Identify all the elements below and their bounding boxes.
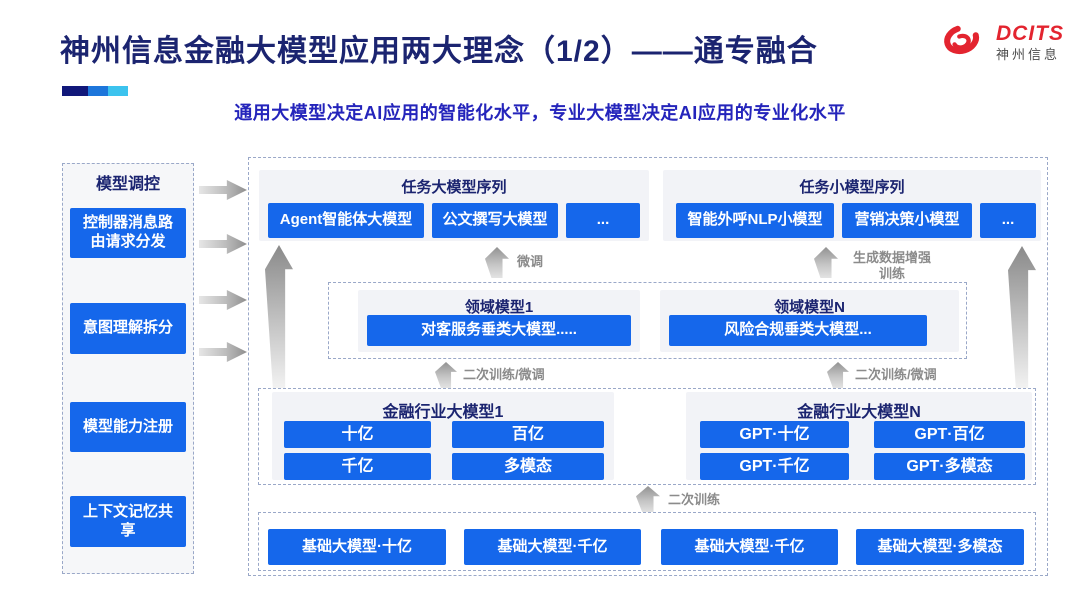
domain-group-1-title: 领域模型1 bbox=[464, 299, 534, 316]
sidebar-item-capability-register: 模型能力注册 bbox=[70, 402, 186, 452]
base-model-1b: 基础大模型·十亿 bbox=[268, 529, 446, 565]
dcits-swirl-icon bbox=[936, 22, 988, 67]
title-accent-bar bbox=[62, 86, 128, 96]
model-box-1b: 十亿 bbox=[284, 421, 431, 448]
flow-arrow-right-icon bbox=[199, 234, 247, 254]
model-control-title: 模型调控 bbox=[95, 176, 160, 193]
page-title: 神州信息金融大模型应用两大理念（1/2）——通专融合 bbox=[60, 35, 818, 68]
domain-group-n-title: 领域模型N bbox=[774, 299, 845, 316]
flow-arrow-right-icon bbox=[199, 290, 247, 310]
sidebar-item-controller-routing: 控制器消息路由请求分发 bbox=[70, 208, 186, 258]
gen-data-train-label: 生成数据增强训练 bbox=[852, 250, 931, 281]
accent-segment-navy bbox=[62, 86, 88, 96]
model-box-gpt-1b: GPT·十亿 bbox=[700, 421, 849, 448]
accent-segment-cyan bbox=[108, 86, 128, 96]
base-model-100b-1: 基础大模型·千亿 bbox=[464, 529, 641, 565]
retrain-finetune-label-left: 二次训练/微调 bbox=[463, 367, 545, 382]
model-box-customer-service: 对客服务垂类大模型..... bbox=[367, 315, 631, 346]
task-large-model-title: 任务大模型序列 bbox=[401, 179, 507, 196]
industry-group-1-title: 金融行业大模型1 bbox=[382, 404, 504, 421]
base-model-multimodal: 基础大模型·多模态 bbox=[856, 529, 1024, 565]
model-box-ellipsis: ... bbox=[566, 203, 640, 238]
model-box-outbound-nlp: 智能外呼NLP小模型 bbox=[676, 203, 834, 238]
model-box-10b: 百亿 bbox=[452, 421, 604, 448]
task-small-model-title: 任务小模型序列 bbox=[799, 179, 905, 196]
flow-arrow-right-icon bbox=[199, 342, 247, 362]
dcits-logo: DCITS 神州信息 bbox=[936, 22, 1064, 67]
sidebar-item-intent-split: 意图理解拆分 bbox=[70, 303, 186, 354]
model-box-marketing-decision: 营销决策小模型 bbox=[842, 203, 972, 238]
model-box-risk-compliance: 风险合规垂类大模型... bbox=[669, 315, 927, 346]
sidebar-item-context-memory: 上下文记忆共享 bbox=[70, 496, 186, 547]
model-box-agent: Agent智能体大模型 bbox=[268, 203, 424, 238]
model-box-gpt-100b: GPT·千亿 bbox=[700, 453, 849, 480]
logo-brand: DCITS bbox=[996, 22, 1064, 45]
model-box-gpt-multimodal: GPT·多模态 bbox=[874, 453, 1025, 480]
flow-arrow-right-icon bbox=[199, 180, 247, 200]
model-box-ellipsis: ... bbox=[980, 203, 1036, 238]
fine-tune-label: 微调 bbox=[517, 254, 544, 269]
page-subtitle: 通用大模型决定AI应用的智能化水平，专业大模型决定AI应用的专业化水平 bbox=[234, 103, 846, 123]
industry-group-n-title: 金融行业大模型N bbox=[797, 404, 921, 421]
base-model-100b-2: 基础大模型·千亿 bbox=[661, 529, 838, 565]
model-box-100b: 千亿 bbox=[284, 453, 431, 480]
model-box-document-writing: 公文撰写大模型 bbox=[432, 203, 558, 238]
retrain-label: 二次训练 bbox=[668, 492, 721, 507]
accent-segment-blue bbox=[88, 86, 108, 96]
model-box-gpt-10b: GPT·百亿 bbox=[874, 421, 1025, 448]
retrain-finetune-label-right: 二次训练/微调 bbox=[855, 367, 937, 382]
logo-brand-cn: 神州信息 bbox=[996, 47, 1061, 63]
model-box-multimodal: 多模态 bbox=[452, 453, 604, 480]
